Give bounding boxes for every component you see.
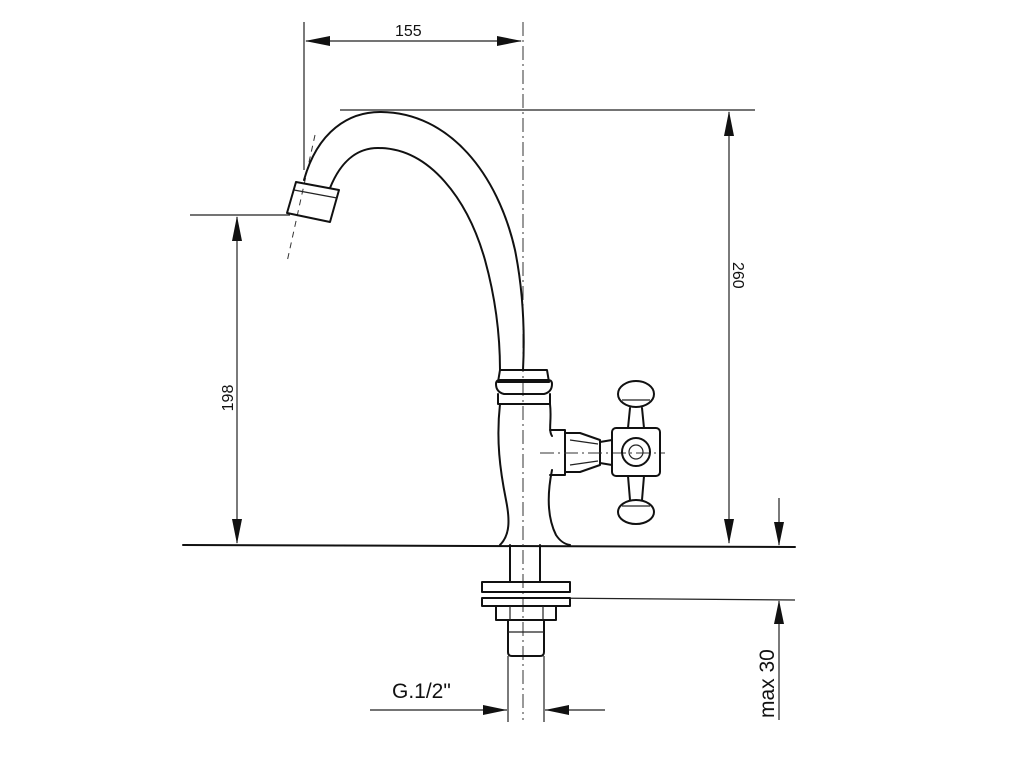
dimension-max-thickness: max 30	[756, 498, 784, 720]
dimension-label-198: 198	[220, 385, 237, 412]
spout-collar	[495, 369, 553, 405]
cross-handle	[599, 380, 661, 525]
dimension-label-155: 155	[395, 23, 422, 40]
valve-housing	[540, 429, 665, 476]
washer-bottom	[481, 597, 571, 607]
handle-knob-top	[617, 380, 655, 408]
faucet-body	[497, 403, 571, 546]
washer-top	[481, 581, 571, 593]
counter-underside-line	[542, 597, 796, 601]
dimension-total-height: 260	[340, 109, 755, 544]
dimension-label-260: 260	[729, 262, 746, 289]
aerator-nozzle	[286, 181, 340, 223]
dimension-label-max-30: max 30	[756, 649, 779, 718]
dimension-thread: G.1/2"	[370, 656, 605, 722]
spout	[286, 111, 525, 371]
lock-nut	[495, 605, 557, 621]
dimension-outlet-height: 198	[190, 214, 290, 544]
dimension-label-thread: G.1/2"	[392, 680, 451, 703]
mounting-shank	[481, 544, 571, 657]
dimension-spout-reach: 155	[303, 22, 522, 170]
handle-knob-bottom	[617, 499, 655, 525]
threaded-tail	[507, 619, 545, 657]
counter-surface-line	[182, 544, 796, 548]
